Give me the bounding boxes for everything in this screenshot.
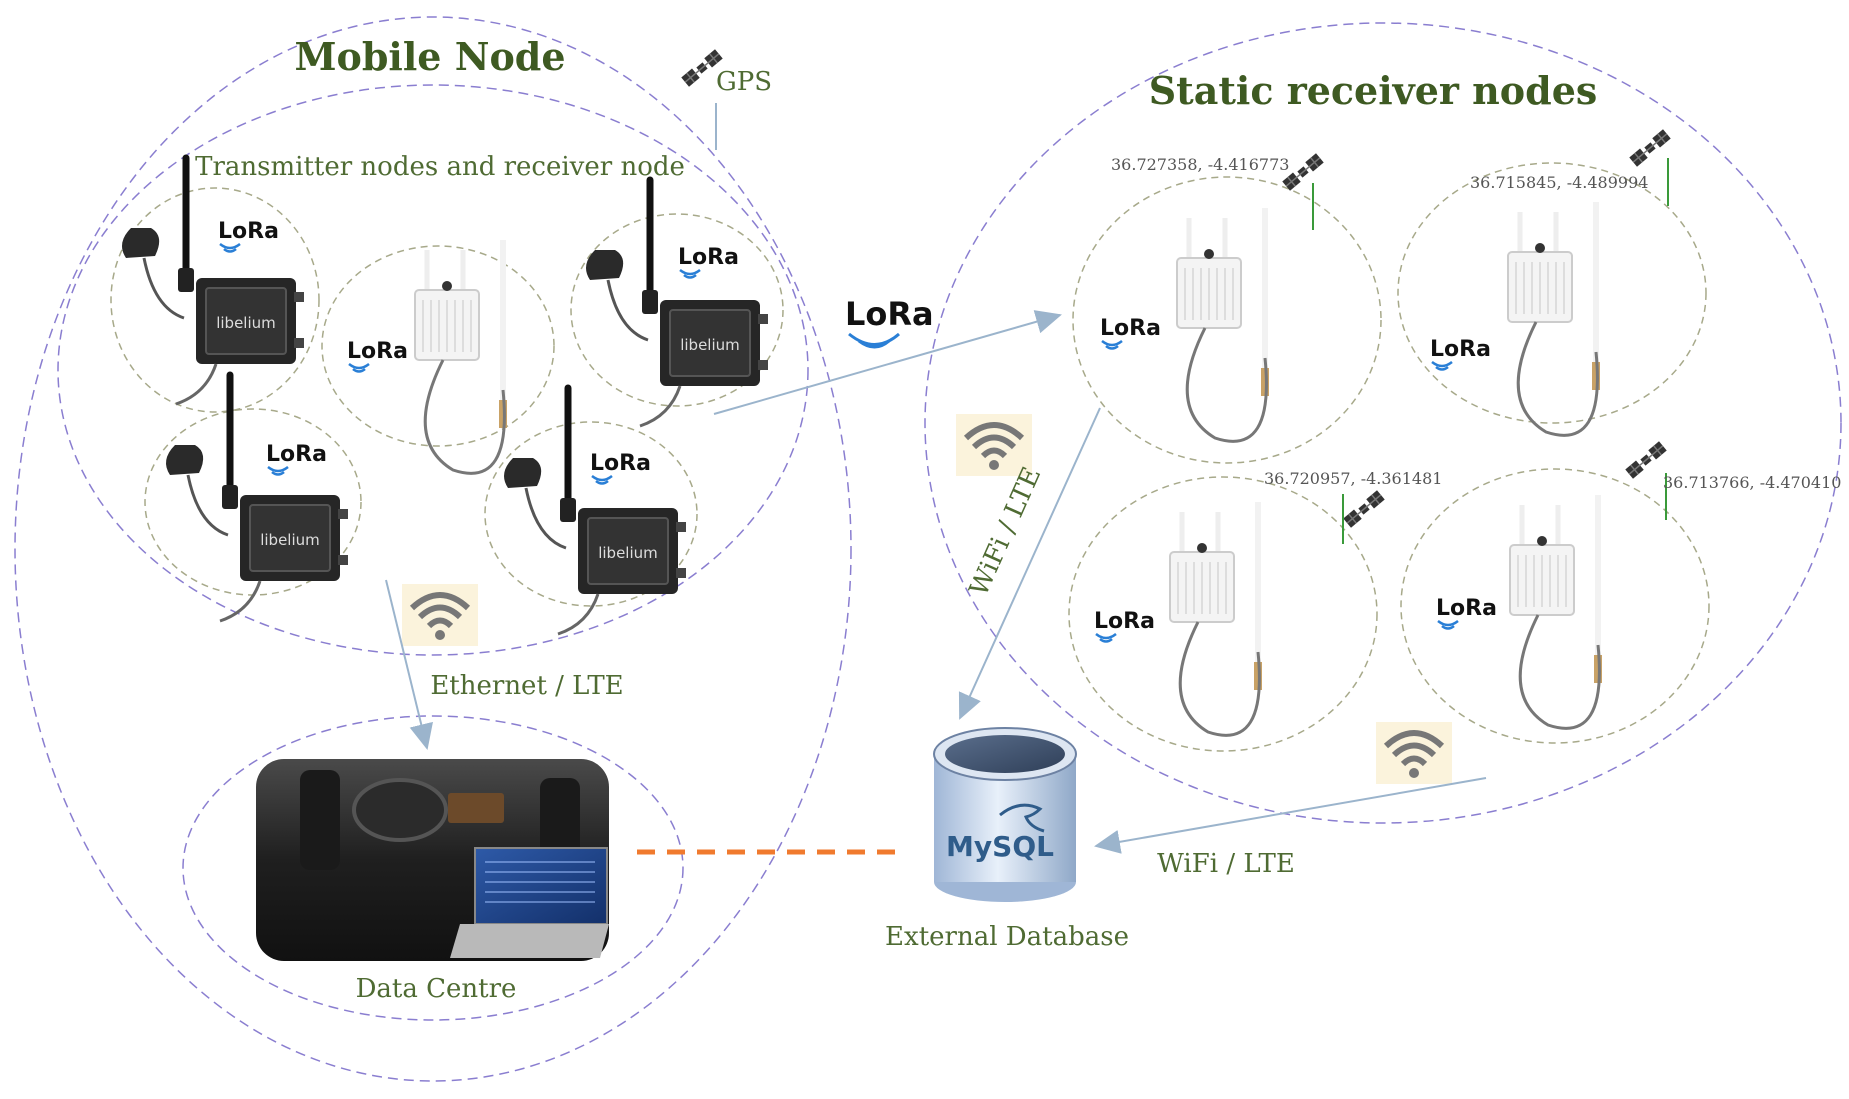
static-node: 36.720957, -4.361481	[1068, 469, 1442, 752]
node-coordinate: 36.720957, -4.361481	[1264, 469, 1442, 488]
wifi-lte-arrow-bottom	[1094, 777, 1487, 854]
transmitter-group-boundary	[57, 84, 809, 656]
static-node: 36.715845, -4.489994	[1397, 128, 1707, 435]
lora-icon	[1434, 594, 1499, 630]
device-node	[570, 180, 784, 426]
lora-icon	[676, 243, 741, 279]
lora-icon	[1092, 607, 1157, 643]
wifi-lte-label-left: WiFi / LTE	[964, 463, 1047, 601]
data-centre-photo	[256, 759, 609, 961]
static-nodes-title: Static receiver nodes	[1149, 68, 1598, 113]
wifi-icon	[402, 584, 478, 646]
ethernet-arrow	[385, 579, 433, 750]
lora-icon	[216, 217, 281, 253]
svg-text:LoRa: LoRa	[845, 295, 934, 333]
node-coordinate: 36.715845, -4.489994	[1470, 173, 1648, 192]
database-icon: MySQL	[933, 727, 1077, 902]
satellite-icon	[1342, 489, 1386, 529]
node-coordinate: 36.727358, -4.416773	[1111, 155, 1289, 174]
lora-icon	[1098, 314, 1163, 350]
ethernet-lte-label: Ethernet / LTE	[430, 671, 623, 701]
gps-label: GPS	[716, 67, 772, 97]
wifi-lte-label-bottom: WiFi / LTE	[1157, 849, 1295, 879]
wifi-lte-arrow-left	[958, 407, 1101, 720]
lora-icon	[1428, 335, 1493, 371]
lora-icon	[588, 449, 653, 485]
data-centre-boundary	[182, 715, 684, 1021]
laptop-icon	[450, 847, 609, 958]
device-node	[144, 375, 362, 621]
lora-icon	[264, 440, 329, 476]
lora-link-icon: LoRa	[845, 295, 934, 349]
static-nodes-boundary	[924, 22, 1842, 824]
database-label: External Database	[885, 922, 1129, 952]
mysql-logo: MySQL	[946, 830, 1054, 863]
device-node	[110, 158, 320, 413]
lora-arrow	[713, 310, 1062, 415]
data-centre-label: Data Centre	[356, 974, 517, 1004]
lora-icon	[345, 337, 410, 373]
device-node	[321, 240, 555, 473]
mobile-node-title: Mobile Node	[294, 34, 565, 79]
satellite-icon	[1624, 440, 1668, 480]
wifi-icon	[1376, 722, 1452, 784]
static-node: 36.713766, -4.470410	[1400, 440, 1841, 744]
transmitter-group-title: Transmitter nodes and receiver node	[195, 152, 685, 182]
satellite-icon	[1628, 128, 1672, 168]
device-node	[484, 388, 698, 634]
mobile-node-boundary	[14, 16, 852, 1082]
static-node: 36.727358, -4.416773	[1072, 152, 1382, 464]
node-coordinate: 36.713766, -4.470410	[1663, 473, 1841, 492]
